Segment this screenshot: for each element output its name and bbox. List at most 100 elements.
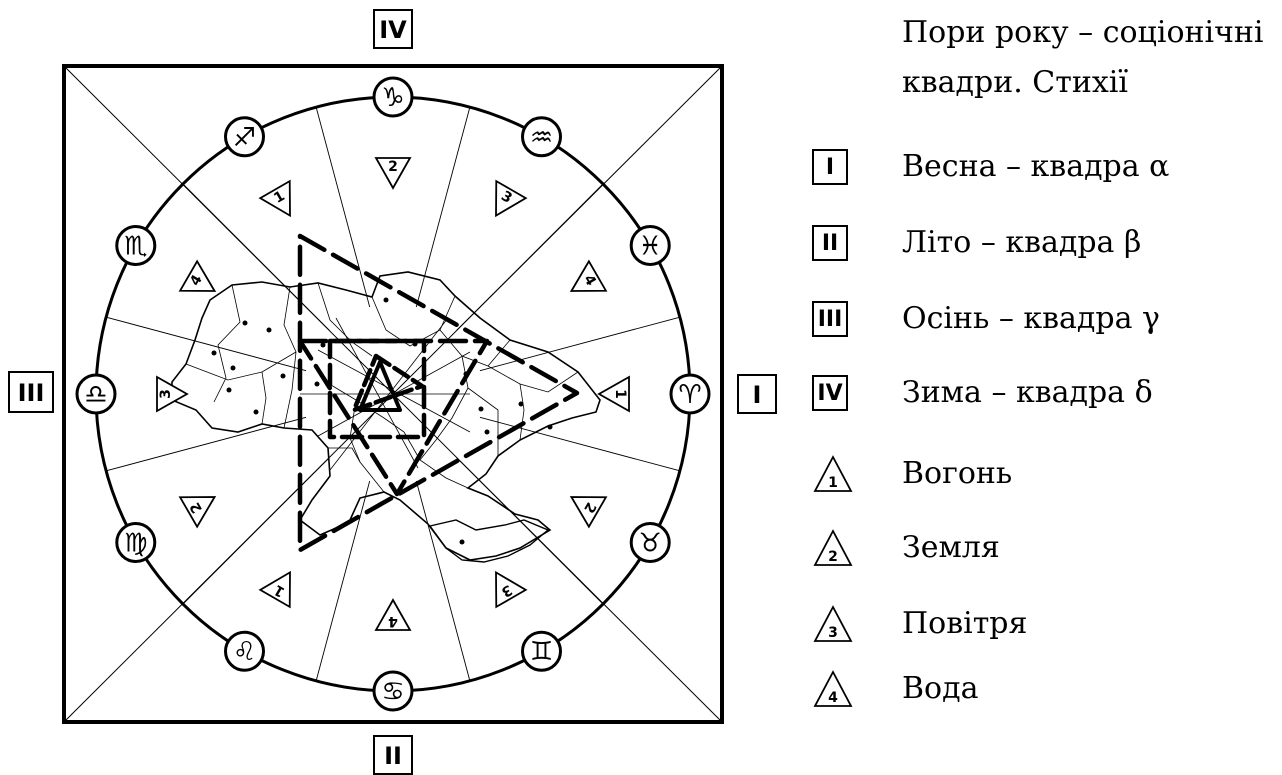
element-triangle-1: 1 [258,179,291,218]
svg-text:1: 1 [828,475,838,491]
sector-line [415,480,471,681]
aquarius-sign-icon: ♒ [521,116,562,158]
svg-text:♊: ♊ [530,637,553,667]
legend-quadra-text: Весна – квадра α [902,149,1170,184]
aries-sign-icon: ♈ [669,373,711,415]
capricorn-sign-icon: ♑ [372,76,414,118]
svg-text:III: III [18,379,45,407]
legend-element-3: 3 Повітря [812,605,1272,646]
element-triangle-2: 2 [374,157,412,190]
svg-text:♐: ♐ [233,123,256,153]
legend-quadra-text: Зима – квадра δ [902,375,1153,410]
sector-line [415,107,471,308]
sector-line [315,107,371,308]
sector-line [182,183,330,331]
side-label-left: III [8,371,54,413]
element-figures [297,233,580,553]
sector-line [479,416,680,472]
legend-element-text: Вогонь [902,456,1013,491]
side-label-bottom: II [373,735,413,775]
quadra-mark: IV [812,375,848,411]
element-triangle-3: 3 [495,179,528,218]
legend-element-4: 4 Вода [812,670,1272,711]
ukraine-map [171,271,601,563]
sector-line [315,480,371,681]
libra-sign-icon: ♎ [75,373,117,415]
gemini-sign-icon: ♊ [521,630,562,672]
small-triangle [351,353,425,413]
legend-quadra-text: Осінь – квадра γ [902,301,1160,336]
element-triangle-2: 2 [569,496,608,529]
legend-element-2: 2 Земля [812,529,1272,570]
svg-text:♎: ♎ [84,380,107,410]
svg-text:2: 2 [388,159,398,175]
outer-square [62,64,724,724]
legend-quadra-3: III Осінь – квадра γ [812,301,1272,341]
sector-line [456,457,604,605]
element-triangle-icon: 3 [813,605,853,642]
svg-text:♋: ♋ [381,677,404,707]
legend-quadra-1: I Весна – квадра α [812,149,1272,189]
cancer-sign-icon: ♋ [372,670,414,712]
legend-quadra-2: II Літо – квадра β [812,225,1272,265]
legend-title-line: Пори року – соціонічні [902,15,1264,50]
side-label-top: IV [373,9,413,49]
element-triangle-4: 4 [374,598,412,631]
element-triangle-icon: 1 [813,455,853,492]
svg-text:1: 1 [612,389,628,399]
legend-title: Пори року – соціонічні квадри. Стихії [902,8,1277,108]
element-markers: 2 3 4 1 2 3 4 1 2 3 4 1 [156,157,630,631]
quadra-mark: I [812,149,848,185]
legend-element-text: Повітря [902,606,1028,641]
svg-text:4: 4 [828,690,838,706]
svg-text:3: 3 [828,625,838,641]
legend-element-text: Вода [902,671,979,706]
scorpio-sign-icon: ♏ [115,225,157,266]
sector-line [106,416,307,472]
sector-line [479,316,680,372]
svg-text:♒: ♒ [530,123,553,153]
legend-quadra-4: IV Зима – квадра δ [812,375,1272,415]
svg-text:II: II [384,742,402,770]
quadra-mark: III [812,301,848,337]
taurus-sign-icon: ♉ [629,522,671,563]
svg-text:♍: ♍ [124,529,147,559]
svg-text:♌: ♌ [233,637,256,667]
element-triangle-3: 3 [495,570,528,609]
element-triangle-2: 2 [178,496,217,529]
element-triangle-icon: 4 [813,670,853,707]
svg-text:♉: ♉ [639,529,662,559]
quadra-mark: II [812,225,848,261]
side-label-right: I [737,374,777,414]
crimea-outline [428,519,550,563]
svg-text:IV: IV [379,16,407,44]
element-triangle-3: 3 [156,375,189,413]
element-triangle-1: 1 [597,375,630,413]
svg-text:♓: ♓ [639,232,662,262]
leo-sign-icon: ♌ [224,630,265,672]
legend-element-1: 1 Вогонь [812,455,1272,496]
pisces-sign-icon: ♓ [629,225,671,266]
element-triangle-4: 4 [569,259,608,292]
zodiac-signs: ♑ ♒ ♓ ♈ ♉ ♊ ♋ ♌ ♍ ♎ ♏ ♐ [75,76,711,712]
sagittarius-sign-icon: ♐ [224,116,265,158]
map-outline [171,271,601,561]
element-triangle-4: 4 [178,259,217,292]
map-region-borders [185,282,579,493]
svg-text:3: 3 [158,389,174,399]
sector-line [106,316,307,372]
svg-text:4: 4 [388,613,398,629]
inner-solid-triangle [358,360,402,412]
large-dashed-triangle [297,233,580,553]
sector-line [456,183,604,331]
svg-text:♑: ♑ [381,83,404,113]
legend-element-text: Земля [902,530,1000,565]
sector-line [182,457,330,605]
legend-quadra-text: Літо – квадра β [902,225,1142,260]
element-triangle-1: 1 [258,570,291,609]
svg-text:♏: ♏ [124,232,147,262]
dashed-square [327,338,427,440]
svg-text:2: 2 [828,549,838,565]
element-triangle-icon: 2 [813,529,853,566]
legend-title-line: квадри. Стихії [902,65,1128,100]
